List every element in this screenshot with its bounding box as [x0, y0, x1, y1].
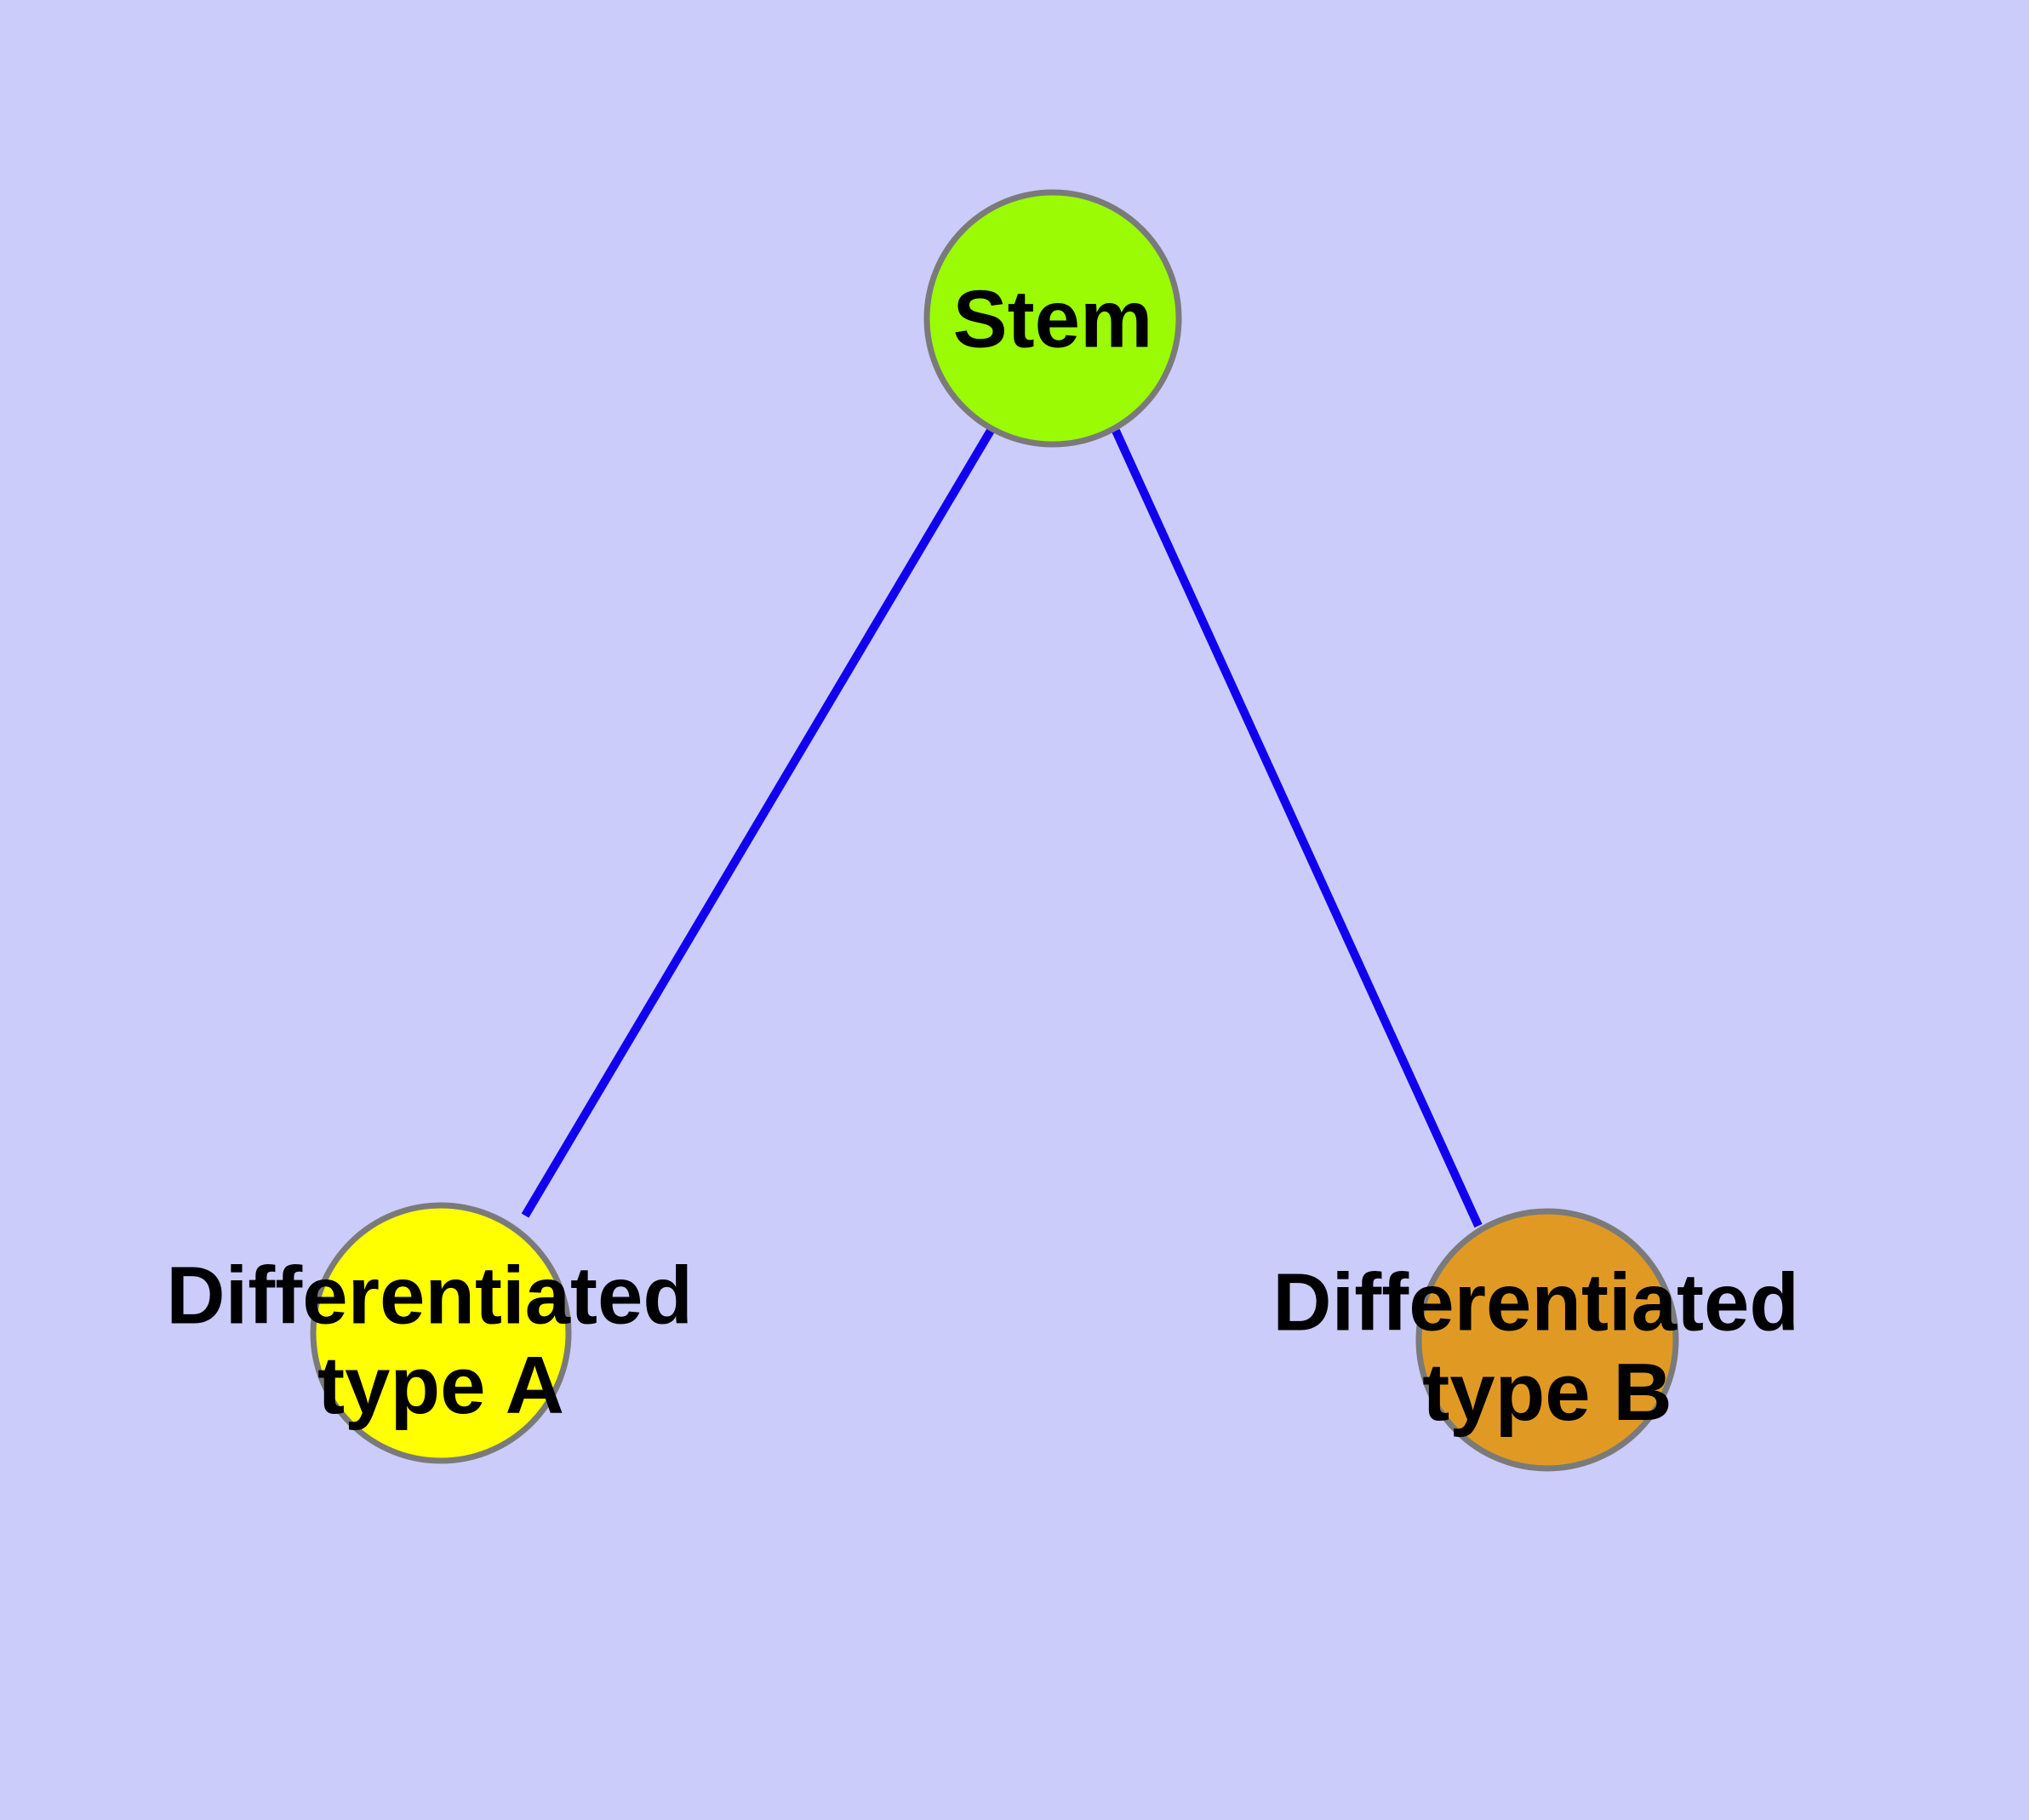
- node-differentiated-type-a[interactable]: [310, 1202, 572, 1464]
- node-differentiated-type-b-label-line-1: Differentiated: [1272, 1256, 1799, 1348]
- node-stem-label-line-1: Stem: [953, 274, 1153, 365]
- node-differentiated-type-a-circle[interactable]: [310, 1202, 572, 1464]
- node-differentiated-type-b-label-line-2: type B: [1422, 1347, 1672, 1438]
- node-differentiated-type-a-label-line-2: type A: [317, 1340, 564, 1431]
- node-differentiated-type-b-circle[interactable]: [1415, 1208, 1679, 1472]
- node-differentiated-type-a-label: Differentiated type A: [166, 1250, 715, 1431]
- node-differentiated-type-b[interactable]: [1415, 1208, 1679, 1472]
- labels-layer: Stem Differentiated type A Differentiate…: [166, 274, 1821, 1438]
- node-differentiated-type-a-label-line-1: Differentiated: [166, 1250, 693, 1341]
- nodes-layer: [310, 189, 1679, 1472]
- node-differentiated-type-b-label: Differentiated type B: [1272, 1256, 1821, 1438]
- edge-stem-to-differentiated-type-b[interactable]: [1112, 428, 1483, 1228]
- node-stem[interactable]: [923, 189, 1182, 448]
- node-stem-circle[interactable]: [923, 189, 1182, 448]
- node-stem-label: Stem: [953, 274, 1153, 365]
- edge-stem-to-differentiated-type-a[interactable]: [521, 426, 996, 1218]
- edges-layer: [521, 426, 1483, 1228]
